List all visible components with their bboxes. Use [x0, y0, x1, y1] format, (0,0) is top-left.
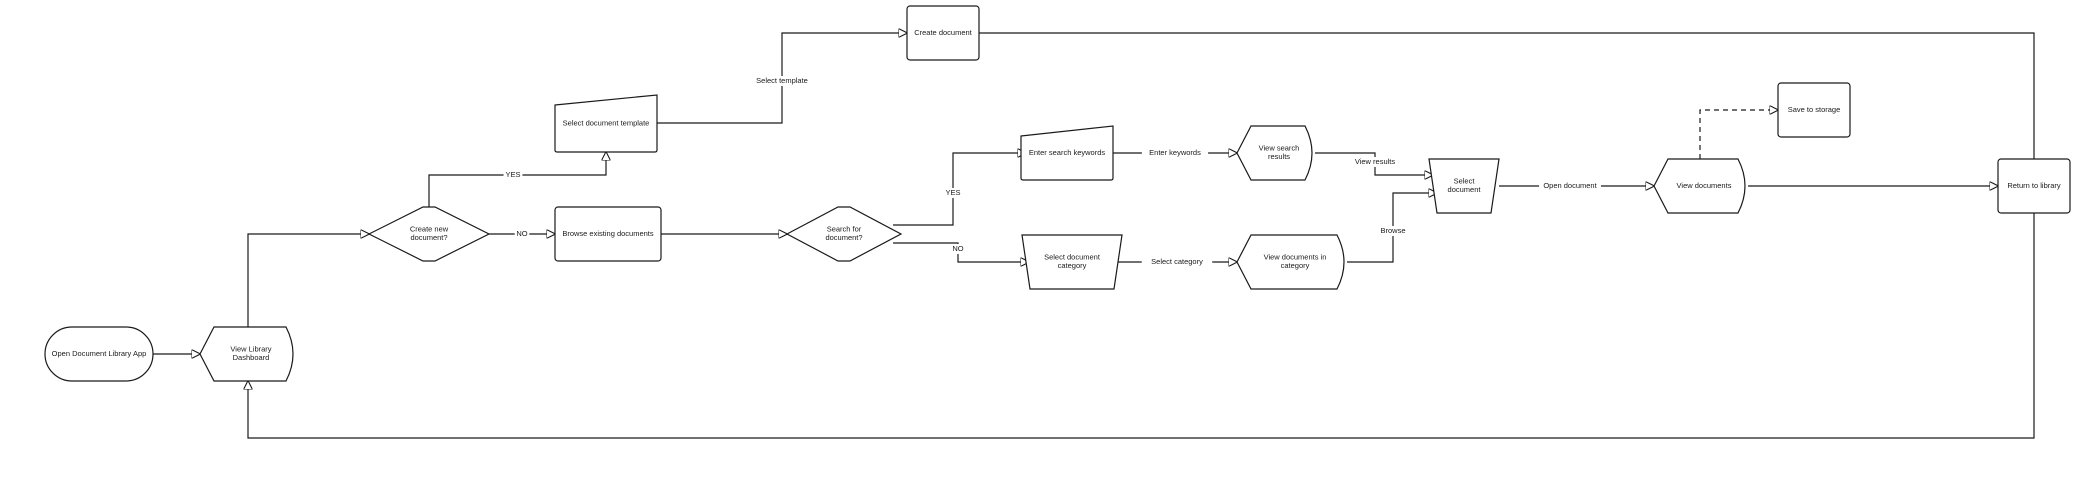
decision-shape	[785, 206, 903, 262]
node-label: View search	[1259, 144, 1300, 153]
node-enter-keywords[interactable]: Enter search keywords	[1020, 125, 1114, 181]
display-shape	[1236, 125, 1313, 181]
display-shape	[1236, 234, 1345, 290]
node-view-documents[interactable]: View documents	[1653, 158, 1746, 214]
manual-operation-shape	[1021, 234, 1123, 290]
node-label: category	[1281, 261, 1310, 270]
manual-operation-shape	[1428, 158, 1500, 214]
edge-label: Select category	[1151, 257, 1203, 266]
edge-label-background	[1539, 181, 1601, 191]
edge-label: Browse	[1380, 226, 1405, 235]
node-label: Search for	[827, 225, 862, 234]
manual-input-shape	[554, 94, 658, 153]
node-select-template[interactable]: Select document template	[554, 94, 658, 153]
node-label: document?	[825, 233, 862, 242]
edge-label: Open document	[1543, 181, 1597, 190]
node-label: View Library	[230, 345, 271, 354]
connector-return-library-to-view-dashboard	[248, 213, 2035, 439]
edge-label: YES	[945, 188, 960, 197]
node-label: document?	[410, 233, 447, 242]
node-browse-existing[interactable]: Browse existing documents	[554, 206, 662, 262]
edge-label: Enter keywords	[1149, 148, 1201, 157]
edge-label-background	[514, 229, 530, 239]
node-open-app[interactable]: Open Document Library App	[44, 326, 154, 382]
edge-label-background	[1141, 257, 1213, 267]
terminator-shape	[44, 326, 154, 382]
connector-view-dashboard-to-create-new	[247, 234, 369, 327]
node-label: Select document	[1044, 253, 1101, 262]
node-save-storage[interactable]: Save to storage	[1777, 82, 1851, 138]
manual-input-shape	[1020, 125, 1114, 181]
display-shape	[1653, 158, 1746, 214]
process-shape	[554, 206, 662, 262]
node-return-library[interactable]: Return to library	[1997, 158, 2071, 214]
node-create-document[interactable]: Create document	[906, 5, 980, 61]
process-shape	[906, 5, 980, 61]
edge-label-background	[950, 244, 966, 254]
node-label: Open Document Library App	[52, 349, 147, 358]
node-label: Save to storage	[1788, 105, 1841, 114]
edge-label-background	[1141, 148, 1209, 158]
node-label: View documents	[1677, 181, 1732, 190]
node-label: Select	[1454, 177, 1476, 186]
edge-label-background	[1377, 226, 1409, 236]
process-shape	[1997, 158, 2071, 214]
edge-label-background	[746, 76, 818, 86]
node-label: document	[1448, 185, 1482, 194]
connector-view-documents-to-save-storage	[1699, 110, 1778, 159]
edge-label-background	[1346, 157, 1404, 167]
edge-label: NO	[516, 229, 527, 238]
node-label: Create document	[914, 28, 972, 37]
node-label: category	[1058, 261, 1087, 270]
connector-create-document-to-return-library	[979, 32, 2034, 174]
edge-label: NO	[952, 244, 963, 253]
edge-label-background	[943, 188, 963, 198]
node-label: Create new	[410, 225, 449, 234]
node-label: Return to library	[2007, 181, 2061, 190]
edge-label: View results	[1355, 157, 1396, 166]
node-label: Enter search keywords	[1029, 148, 1106, 157]
process-shape	[1777, 82, 1851, 138]
node-label: results	[1268, 152, 1290, 161]
node-label: Browse existing documents	[562, 229, 654, 238]
node-label: Dashboard	[233, 353, 270, 362]
decision-shape	[367, 206, 491, 262]
edge-label: YES	[505, 170, 520, 179]
edge-label-background	[503, 170, 523, 180]
node-label: View documents in	[1264, 253, 1327, 262]
node-label: Select document template	[563, 118, 650, 127]
display-shape	[199, 326, 294, 382]
edge-label: Select template	[756, 76, 808, 85]
